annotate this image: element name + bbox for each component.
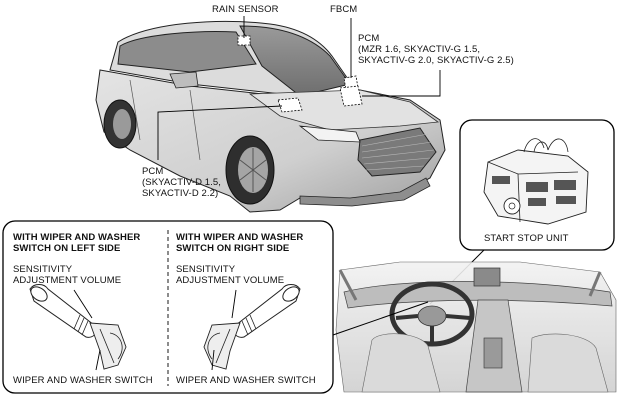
right-sensitivity-line1: SENSITIVITY (176, 264, 236, 275)
car-rear-wheel (103, 99, 137, 149)
left-sensitivity-line2: ADJUSTMENT VOLUME (13, 275, 122, 286)
pcm-diesel-title: PCM (142, 166, 164, 177)
right-panel-heading-line1: WITH WIPER AND WASHER (176, 232, 304, 243)
left-panel-heading-line1: WITH WIPER AND WASHER (13, 232, 141, 243)
car-grille (357, 127, 437, 177)
car-side-mirror (169, 71, 199, 89)
pcm-gasoline-title: PCM (358, 33, 380, 44)
left-panel-heading: WITH WIPER AND WASHER SWITCH ON LEFT SID… (13, 232, 140, 254)
left-panel-heading-line2: SWITCH ON LEFT SIDE (13, 243, 121, 254)
right-sensitivity-label: SENSITIVITY ADJUSTMENT VOLUME (176, 264, 284, 286)
right-panel-heading-line2: SWITCH ON RIGHT SIDE (176, 243, 290, 254)
right-sensitivity-line2: ADJUSTMENT VOLUME (176, 275, 285, 286)
leader-lines (157, 16, 441, 160)
fbcm-label: FBCM (330, 4, 358, 15)
wiper-switch-leader (332, 301, 429, 336)
right-wiper-switch-label: WIPER AND WASHER SWITCH (176, 375, 316, 386)
car-illustration (95, 20, 446, 213)
car-headlight (298, 125, 361, 143)
car-side-window (117, 31, 257, 73)
pcm-diesel-line1: (SKYACTIV-D 1.5, (142, 177, 222, 188)
left-wiper-switch-label: WIPER AND WASHER SWITCH (13, 375, 153, 386)
pcm-gasoline-line1: (MZR 1.6, SKYACTIV-G 1.5, (358, 44, 481, 55)
pcm-gasoline-line2: SKYACTIV-G 2.0, SKYACTIV-G 2.5) (358, 55, 514, 66)
wiper-switch-callout (2, 220, 334, 394)
start-stop-unit-callout (459, 119, 615, 251)
pcm-gasoline-label: PCM (MZR 1.6, SKYACTIV-G 1.5, SKYACTIV-G… (358, 33, 514, 66)
car-windshield (239, 25, 351, 97)
rain-sensor-label: RAIN SENSOR (212, 4, 279, 15)
left-sensitivity-label: SENSITIVITY ADJUSTMENT VOLUME (13, 264, 121, 286)
interior-illustration (335, 261, 617, 393)
pcm-gasoline-marker (339, 85, 363, 107)
car-front-wheel (225, 135, 275, 205)
left-sensitivity-line1: SENSITIVITY (13, 264, 73, 275)
pcm-diesel-line2: SKYACTIV-D 2.2) (142, 188, 219, 199)
right-panel-heading: WITH WIPER AND WASHER SWITCH ON RIGHT SI… (176, 232, 303, 254)
wiper-switch-left-drawing (29, 284, 127, 370)
start-stop-unit-label: START STOP UNIT (484, 233, 569, 244)
rain-sensor-marker (237, 35, 251, 46)
pcm-diesel-label: PCM (SKYACTIV-D 1.5, SKYACTIV-D 2.2) (142, 166, 221, 199)
pcm-diesel-marker (277, 97, 303, 113)
